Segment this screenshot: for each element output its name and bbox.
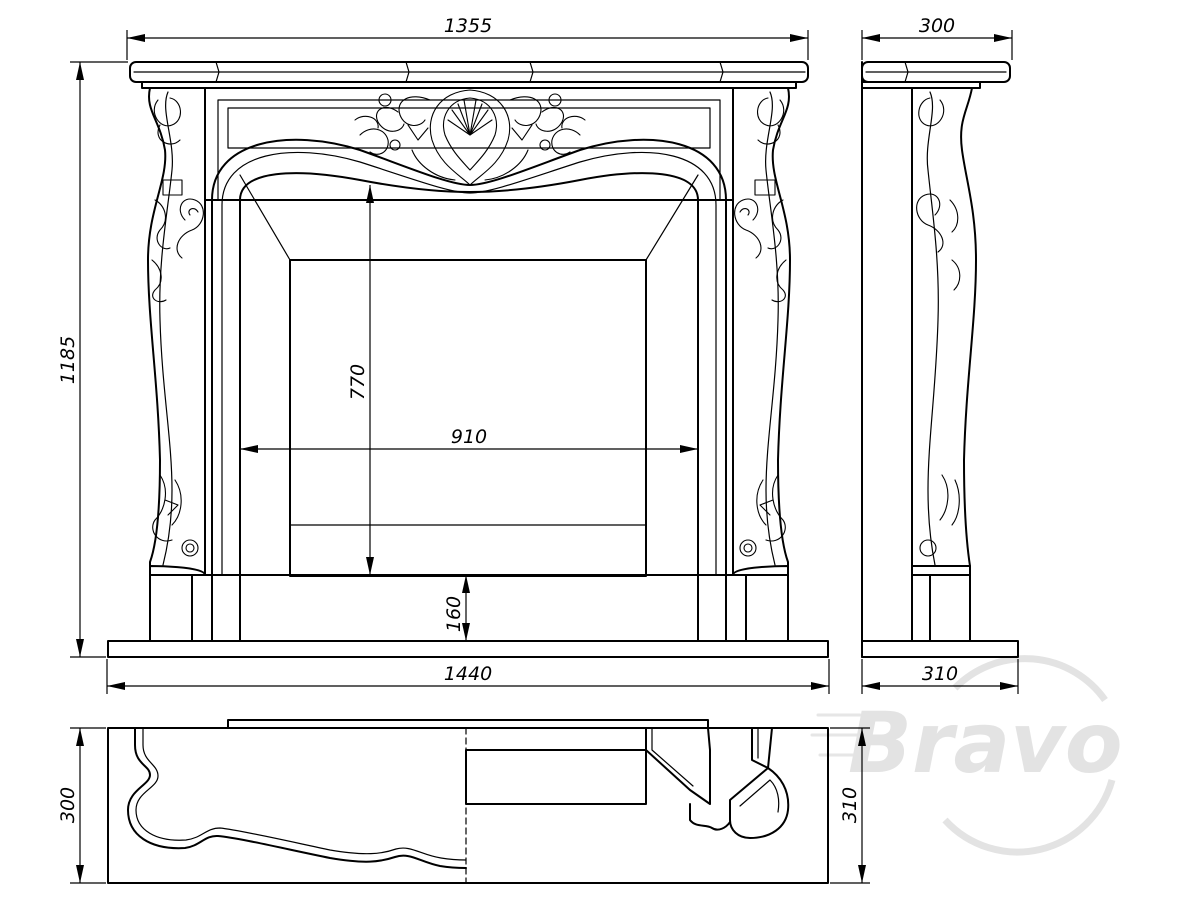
left-corbel-pilaster [147, 87, 206, 576]
side-elevation [861, 61, 1019, 658]
dim-mantel-width: 1355 [444, 15, 492, 37]
firebox-opening [239, 174, 699, 577]
right-corbel-pilaster [732, 87, 791, 576]
dim-base-width: 1440 [444, 663, 492, 685]
bravo-logo-watermark: Bravo [810, 655, 1123, 856]
frieze-panel [204, 87, 734, 576]
front-elevation [107, 61, 829, 658]
dimension-labels: 1355 300 1185 770 910 160 1440 310 300 3… [57, 15, 958, 823]
dim-base-depth-side: 310 [922, 663, 958, 685]
dim-base-height: 160 [443, 596, 465, 632]
plinth-and-hearth [107, 565, 829, 658]
dimension-lines [70, 30, 1019, 884]
mantel-shelf [129, 61, 809, 89]
dim-opening-height: 770 [347, 364, 369, 400]
dim-opening-width: 910 [451, 426, 487, 448]
central-cartouche-ornament [354, 89, 586, 186]
dim-plan-depth-left: 300 [57, 787, 79, 823]
plan-view [107, 719, 829, 884]
dim-total-height: 1185 [57, 336, 79, 384]
logo-text: Bravo [848, 694, 1123, 792]
dim-side-depth-top: 300 [919, 15, 955, 37]
dim-plan-depth-right: 310 [839, 787, 861, 823]
